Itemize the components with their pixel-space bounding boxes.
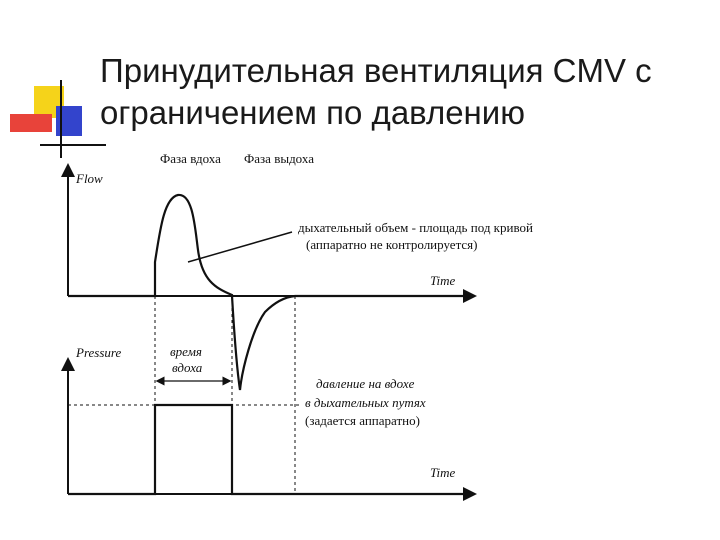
- slide-title: Принудительная вентиляция CMV с ограниче…: [100, 50, 710, 134]
- pressure-curve: [68, 403, 470, 496]
- logo-red-square: [10, 114, 52, 132]
- tidal-volume-pointer: [187, 231, 293, 263]
- insp-pressure-label-line-3: (задается аппаратно): [305, 413, 420, 428]
- tidal-volume-label-line-1: дыхательный объем - площадь под кривой: [298, 220, 533, 235]
- slide-logo: [10, 80, 106, 158]
- insp-pressure-label-line-2: в дыхательных путях: [305, 395, 426, 410]
- pressure-axis-label: Pressure: [75, 345, 121, 360]
- phase-expiration-label: Фаза выдоха: [244, 151, 314, 166]
- insp-pressure-label-line-1: давление на вдохе: [316, 376, 415, 391]
- slide-title-line-1: Принудительная вентиляция CMV с: [100, 52, 652, 89]
- time-axis-label-top: Time: [430, 273, 456, 288]
- insp-time-label-line-2: вдоха: [172, 360, 203, 375]
- tidal-volume-label-line-2: (аппаратно не контролируется): [306, 237, 477, 252]
- phase-inspiration-label: Фаза вдоха: [160, 151, 221, 166]
- insp-time-label-line-1: время: [170, 344, 202, 359]
- flow-axis-label: Flow: [75, 171, 103, 186]
- slide-title-line-2: ограничением по давлению: [100, 94, 525, 131]
- time-axis-label-bottom: Time: [430, 465, 456, 480]
